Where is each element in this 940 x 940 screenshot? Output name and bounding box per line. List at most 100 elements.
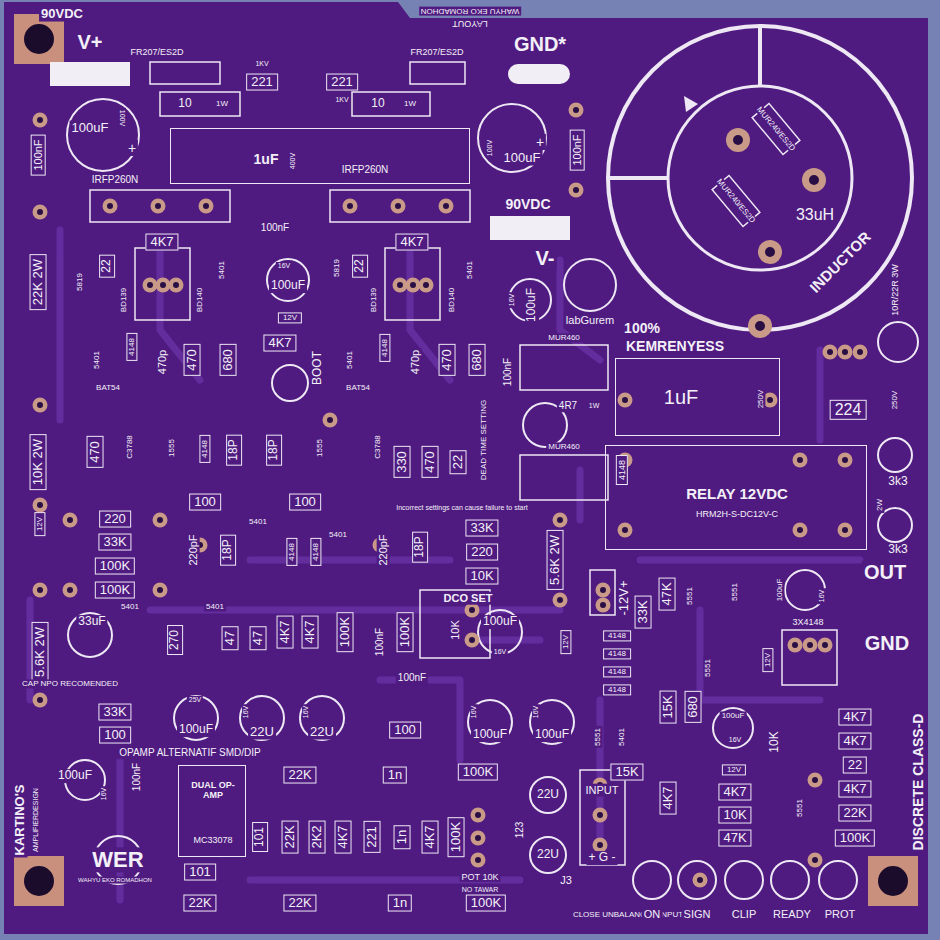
silkscreen-label: Incorrect settings can cause failure to … [394,504,530,512]
component-value: 100nF [31,134,46,175]
silkscreen-label: 470p [156,348,169,376]
component-value: 47 [222,626,239,650]
silkscreen-label: BAT54 [344,383,372,392]
component-value: 4K7 [302,615,319,648]
capacitor-box: 1uF250V [615,358,780,436]
silkscreen-label: KEMRENYESS [624,338,726,354]
component-value: 100 [289,494,321,511]
node-text: 400V [289,151,297,171]
silkscreen-label: + [126,140,138,156]
silkscreen-label: MUR460 [546,333,582,342]
component-value: 5.6K 2W [32,622,49,682]
node-text: HRM2H-S-DC12V-C [694,509,780,519]
silkscreen-label: 16V [242,704,250,720]
silkscreen-label: IRFP260N [340,164,391,176]
component-value: 330 [394,446,411,478]
component-value: 100 [189,494,221,511]
silkscreen-label: 10R/22R 3W [890,262,900,318]
capacitor-box: 1uF400V [170,128,470,184]
component-value: 22 [450,450,467,474]
node-text: RELAY 12VDC [684,485,790,502]
component-value: 100K [95,558,135,575]
silkscreen-label: 16V [492,648,508,656]
component-value: 18P [266,434,282,465]
silkscreen-label: 100uF [70,121,111,136]
silkscreen-label: 16V [302,704,310,720]
opamp-box: DUAL OP-AMPMC33078 [178,765,246,857]
silkscreen-label: 100nF [131,761,143,793]
silkscreen-label: 100uF [471,728,509,742]
silkscreen-label: 90VDC [503,196,552,212]
silkscreen-label: 1KV [253,60,270,68]
silkscreen-label: 100nF [502,356,514,388]
silkscreen-label: PROT [823,908,858,921]
component-value: 4K7 [838,733,871,750]
silkscreen-label: POT 10K [460,872,501,882]
silkscreen-label: DCO SET [442,592,495,605]
silkscreen-label: 90VDC [39,7,85,22]
silkscreen-label: V+ [75,31,104,54]
silkscreen-label: 22U [248,725,276,740]
component-value: 100K [337,612,354,652]
silkscreen-label: V- [534,247,557,270]
component-value: 47 [250,626,267,650]
silkscreen-label: DISCRETE CLASS-D [910,712,926,853]
silkscreen-label: 100nF [259,222,291,234]
component-value: 4148 [603,684,631,695]
silkscreen-label: 10 [176,97,193,111]
component-value: 4148 [603,648,631,659]
silkscreen-label: 1555 [167,437,176,459]
silkscreen-label: WER [90,847,145,872]
silkscreen-label: WAHYU EKO ROMADHON [76,877,154,884]
silkscreen-label: 5819 [75,271,84,293]
silkscreen-label: 100uF [269,279,307,293]
component-value: 10K 2W [30,434,47,490]
component-value: 4148 [126,333,137,361]
component-value: 221 [364,821,381,853]
silkscreen-label: INDUCTOR [805,227,876,298]
silkscreen-label: 1W [587,402,602,410]
silkscreen-label: 100uF [533,728,571,742]
silkscreen-label: 100uF [720,711,747,720]
component-value: 100K [466,895,506,912]
silkscreen-label: J3 [558,874,574,887]
component-value: 4148 [379,334,390,362]
component-value: 470 [87,436,104,468]
component-value: 15K [610,764,643,781]
component-value: 4148 [199,435,210,463]
silkscreen-label: C3788 [125,433,134,461]
node-text: 1uF [662,386,700,409]
silkscreen-label: 5819 [332,257,341,279]
silkscreen-label: -12V+ [617,578,632,617]
component-value: 33K [635,595,652,628]
silkscreen-label: 5401 [119,602,141,611]
silkscreen-label: 123 [514,820,526,841]
component-value: 100K [95,582,135,599]
component-value: 470 [184,344,201,376]
silkscreen-label: 100V [486,138,494,158]
silkscreen-label: MUR240/ES2D [714,176,759,227]
component-value: 18P [412,531,428,562]
silkscreen-label: BAT54 [94,383,122,392]
silkscreen-label: 10K [449,618,462,642]
silkscreen-label: 100uF [502,151,543,166]
silkscreen-label: 100uF [775,577,784,604]
component-value: 100K [835,830,875,847]
component-value: 22K [838,805,871,822]
silkscreen-label: 100% [622,320,662,336]
component-value: 15K [660,690,677,723]
silkscreen-label: 220pF [187,532,200,567]
component-value: 4K7 [277,615,294,648]
silkscreen-label: 10 [369,97,386,111]
component-value: 100nF [570,129,585,170]
silkscreen-label: C3788 [373,433,382,461]
silkscreen-label: 2W [875,497,884,513]
silkscreen-label: 3k3 [886,475,909,489]
silkscreen-label: 16V [276,262,292,270]
silkscreen-label: 5401 [217,259,226,281]
silkscreen-label: BD140 [195,286,204,314]
component-value: 22K [283,895,316,912]
silkscreen-label: 5551 [593,726,602,748]
silkscreen-label: 100nF [374,626,386,658]
component-value: 221 [326,74,358,91]
